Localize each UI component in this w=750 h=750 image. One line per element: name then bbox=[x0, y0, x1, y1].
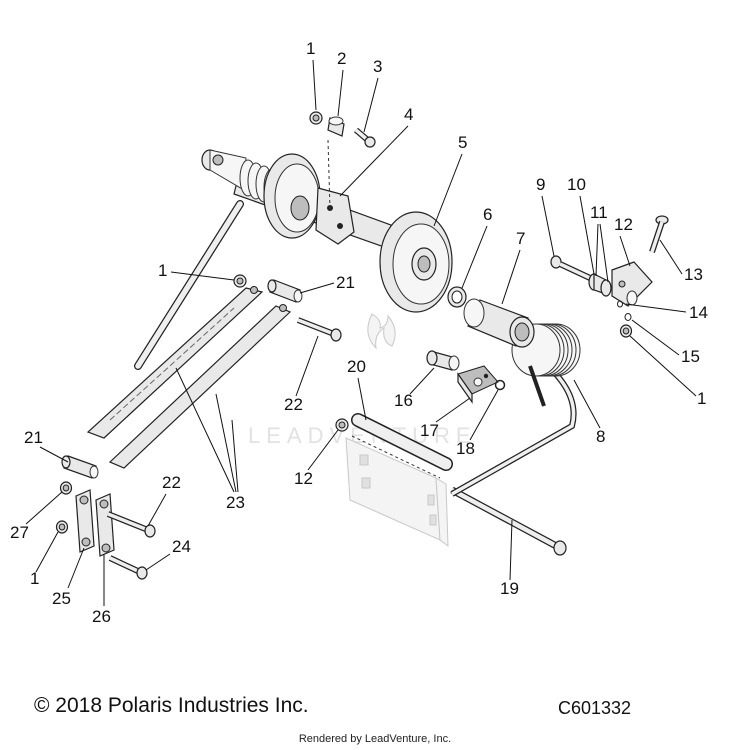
bolt-24 bbox=[108, 555, 148, 580]
callout-27: 27 bbox=[10, 523, 29, 542]
callout-12-right: 12 bbox=[614, 215, 633, 234]
callout-21-upper: 21 bbox=[336, 273, 355, 292]
bolt-22-upper bbox=[296, 317, 342, 342]
callout-7: 7 bbox=[516, 229, 525, 248]
callout-20: 20 bbox=[347, 357, 366, 376]
callout-5: 5 bbox=[458, 133, 467, 152]
callout-23: 23 bbox=[226, 493, 245, 512]
link-26 bbox=[95, 493, 115, 557]
arm-23-b bbox=[108, 304, 292, 469]
frame-20 bbox=[345, 437, 449, 548]
callout-9: 9 bbox=[536, 175, 545, 194]
callout-13: 13 bbox=[684, 265, 703, 284]
clip-14 bbox=[617, 300, 623, 308]
callout-16: 16 bbox=[394, 391, 413, 410]
copyright-notice: © 2018 Polaris Industries Inc. bbox=[34, 694, 309, 717]
callout-24: 24 bbox=[172, 537, 191, 556]
callout-1-top: 1 bbox=[306, 39, 315, 58]
callouts: 1 2 3 4 5 6 7 1 21 9 10 11 12 13 14 15 bbox=[10, 39, 708, 626]
washer-15 bbox=[624, 313, 632, 321]
diagram-code: C601332 bbox=[558, 698, 632, 718]
cross-bar-20 bbox=[351, 413, 453, 479]
ring-18 bbox=[494, 379, 506, 391]
callout-11: 11 bbox=[590, 203, 608, 222]
callout-19: 19 bbox=[500, 579, 519, 598]
bolt-22-lower bbox=[106, 511, 156, 538]
callout-18: 18 bbox=[456, 439, 475, 458]
rod-left bbox=[134, 200, 244, 370]
block-17 bbox=[457, 365, 499, 404]
callout-22-lower: 22 bbox=[162, 473, 181, 492]
callout-6: 6 bbox=[483, 205, 492, 224]
shaft-19 bbox=[450, 486, 567, 556]
spring-8 bbox=[450, 323, 581, 497]
bushing-21-lower bbox=[61, 455, 99, 479]
callout-25: 25 bbox=[52, 589, 71, 608]
callout-3: 3 bbox=[373, 57, 382, 76]
link-25 bbox=[75, 489, 95, 553]
bolt-9 bbox=[550, 255, 592, 281]
callout-22-upper: 22 bbox=[284, 395, 303, 414]
callout-1-mid: 1 bbox=[158, 261, 167, 280]
bushing-16 bbox=[426, 350, 460, 371]
callout-10: 10 bbox=[567, 175, 586, 194]
tube-7 bbox=[463, 298, 535, 348]
nut-1-mid bbox=[233, 274, 247, 288]
bushing-21-upper bbox=[267, 279, 303, 303]
callout-12-mid: 12 bbox=[294, 469, 313, 488]
bolt-13 bbox=[649, 215, 669, 253]
nut-1-right bbox=[619, 324, 633, 338]
callout-1-right: 1 bbox=[697, 389, 706, 408]
axle-assembly-4-5 bbox=[201, 149, 453, 313]
callout-4: 4 bbox=[404, 105, 413, 124]
nut-27 bbox=[59, 481, 73, 495]
callout-26: 26 bbox=[92, 607, 111, 626]
nut-12-mid bbox=[335, 418, 349, 432]
rendered-by-notice: Rendered by LeadVenture, Inc. bbox=[298, 733, 452, 745]
bracket-12 bbox=[611, 261, 653, 307]
callout-1-lower: 1 bbox=[30, 569, 39, 588]
nut-1-top bbox=[309, 111, 323, 125]
arm-23-a bbox=[86, 286, 264, 439]
washer-6 bbox=[447, 286, 467, 308]
callout-17: 17 bbox=[420, 421, 439, 440]
bolt-3 bbox=[354, 127, 376, 148]
callout-15: 15 bbox=[681, 347, 700, 366]
callout-14: 14 bbox=[689, 303, 708, 322]
callout-2: 2 bbox=[337, 49, 346, 68]
callout-8: 8 bbox=[596, 427, 605, 446]
bushing-2 bbox=[327, 116, 345, 137]
callout-21-lower: 21 bbox=[24, 428, 43, 447]
nut-1-lower bbox=[55, 520, 69, 534]
